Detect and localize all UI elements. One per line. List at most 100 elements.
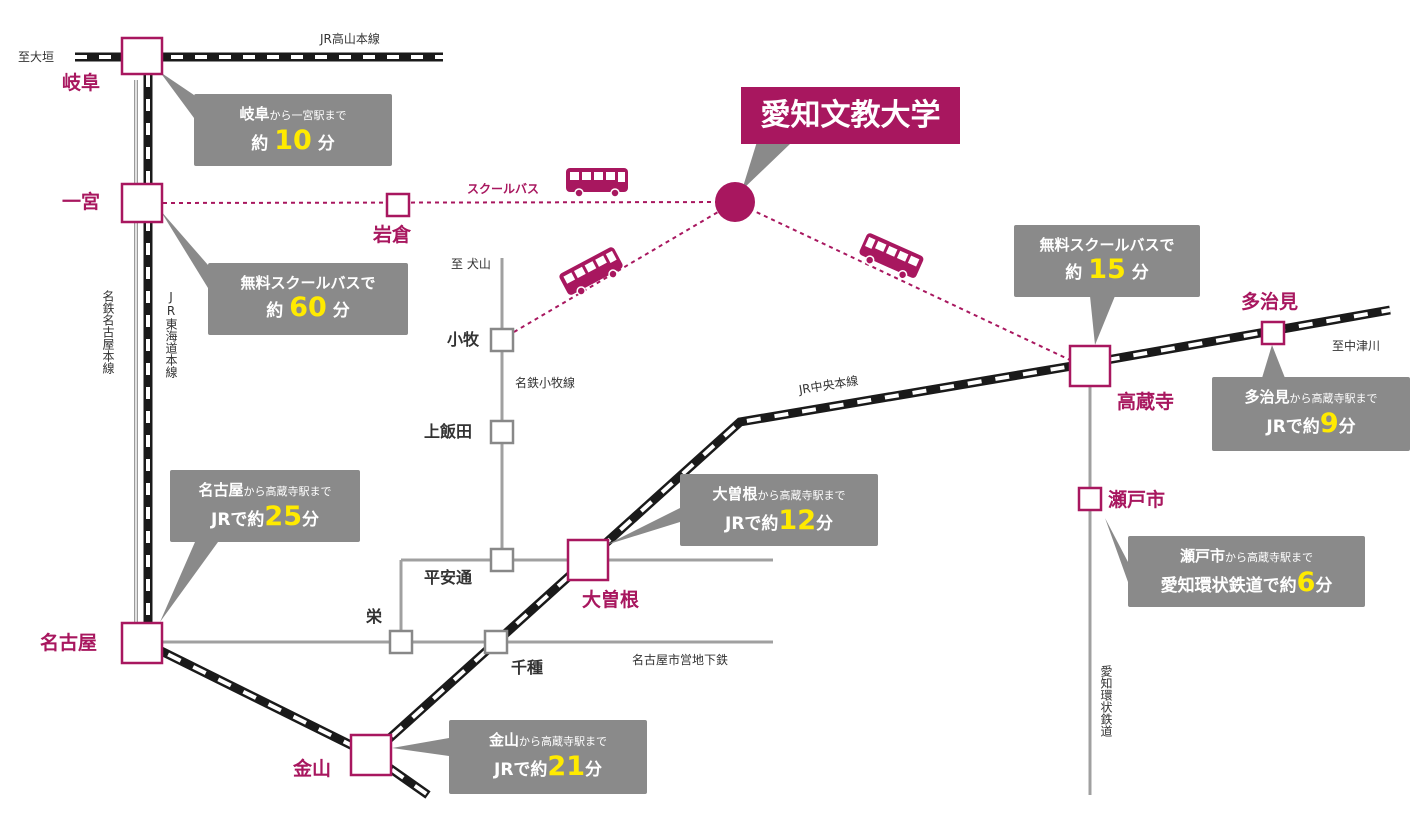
info-prefix: JRで約 <box>725 514 779 534</box>
pointer-kanayama <box>392 738 449 756</box>
station-label-setoshi: 瀬戸市 <box>1108 489 1166 511</box>
info-unit: 分 <box>585 760 602 780</box>
pointer-setoshi <box>1105 518 1128 582</box>
line-label-to-ogaki: 至大垣 <box>18 50 55 64</box>
school-bus-routes <box>162 201 1071 361</box>
info-from: 多治見 <box>1244 388 1290 406</box>
info-minutes: 6 <box>1296 567 1316 598</box>
info-unit: 分 <box>1315 576 1333 596</box>
station-label-kanayama: 金山 <box>293 758 332 780</box>
info-box-tajimi: 多治見から高蔵寺駅まで JRで約9分 <box>1212 377 1410 451</box>
station-marker-ozone <box>566 538 610 582</box>
info-box-ozone: 大曽根から高蔵寺駅まで JRで約12分 <box>680 474 878 546</box>
info-from: 金山 <box>488 731 519 749</box>
info-unit: 分 <box>1338 417 1356 437</box>
info-unit: 分 <box>1131 263 1149 283</box>
major-stations <box>120 36 1286 777</box>
bus-icon <box>566 168 628 198</box>
bus-route-kozoji <box>734 201 1071 361</box>
station-marker-komaki <box>489 327 515 353</box>
info-prefix: 約 <box>266 301 284 321</box>
line-label-meitetsu-komaki: 名鉄小牧線 <box>515 376 576 390</box>
info-minutes: 60 <box>289 292 327 323</box>
station-marker-nagoya <box>120 621 164 665</box>
info-from: 名古屋 <box>198 481 244 499</box>
info-rest: から高蔵寺駅まで <box>757 489 846 502</box>
station-label-sakae: 栄 <box>366 607 383 626</box>
university-marker <box>715 182 755 222</box>
line-label-school-bus: スクールバス <box>467 182 540 196</box>
pointer-ozone <box>606 508 680 545</box>
bus-route-komaki <box>513 201 736 333</box>
info-line1: 無料スクールバスで <box>1039 236 1175 254</box>
station-marker-kamiiida <box>489 419 515 445</box>
bus-icon <box>559 247 623 296</box>
line-label-to-inuyama: 至 犬山 <box>451 257 491 271</box>
station-marker-gifu <box>120 36 164 76</box>
info-prefix: 愛知環状鉄道で約 <box>1160 576 1297 596</box>
info-box-ichinomiya: 無料スクールバスで 約 60 分 <box>208 263 408 335</box>
station-marker-heiando <box>489 547 515 573</box>
station-label-iwakura: 岩倉 <box>373 224 412 246</box>
info-minutes: 15 <box>1088 254 1126 285</box>
info-box-nagoya: 名古屋から高蔵寺駅まで JRで約25分 <box>170 470 360 542</box>
station-label-komaki: 小牧 <box>447 330 480 349</box>
info-line1: 無料スクールバスで <box>240 274 376 292</box>
info-rest: から一宮駅まで <box>269 109 347 122</box>
info-rest: から高蔵寺駅まで <box>1289 392 1378 405</box>
university-label: 愛知文教大学 <box>741 87 960 144</box>
station-label-ichinomiya: 一宮 <box>62 191 101 213</box>
info-minutes: 25 <box>264 501 302 532</box>
pointer-kozoji <box>1090 296 1115 345</box>
line-label-jr-tokaido: JR東海道本線 <box>164 290 178 378</box>
station-marker-sakae <box>388 629 414 655</box>
info-rest: から高蔵寺駅まで <box>243 485 332 498</box>
subway-lines <box>143 258 1092 795</box>
info-prefix: 約 <box>251 134 269 154</box>
pointer-university <box>742 132 790 190</box>
station-label-nagoya: 名古屋 <box>40 632 98 654</box>
station-label-chikusa: 千種 <box>511 658 544 677</box>
info-prefix: JRで約 <box>211 510 265 530</box>
minor-stations <box>388 327 515 655</box>
info-rest: から高蔵寺駅まで <box>1225 551 1313 564</box>
info-prefix: JRで約 <box>1266 417 1320 437</box>
station-marker-setoshi <box>1077 486 1103 512</box>
info-box-gifu: 岐阜から一宮駅まで 約 10 分 <box>194 94 392 166</box>
info-box-kozoji: 無料スクールバスで 約 15 分 <box>1014 225 1200 297</box>
info-unit: 分 <box>317 134 335 154</box>
info-unit: 分 <box>302 510 319 530</box>
pointer-nagoya <box>160 542 218 622</box>
info-from: 瀬戸市 <box>1179 547 1225 565</box>
info-minutes: 21 <box>547 751 585 782</box>
info-unit: 分 <box>332 301 350 321</box>
line-label-jr-takayama: JR高山本線 <box>320 32 380 46</box>
info-from: 岐阜 <box>239 105 270 123</box>
info-prefix: 約 <box>1065 263 1083 283</box>
station-label-ozone: 大曽根 <box>582 589 640 611</box>
station-label-heiando: 平安通 <box>424 568 473 587</box>
bus-icon <box>859 233 924 280</box>
callout-pointers <box>160 72 1285 756</box>
jr-lines <box>75 52 1391 799</box>
bus-route-ichinomiya <box>162 201 736 204</box>
station-marker-iwakura <box>385 192 411 218</box>
info-box-setoshi: 瀬戸市から高蔵寺駅まで 愛知環状鉄道で約6分 <box>1128 536 1365 607</box>
station-label-kozoji: 高蔵寺 <box>1117 391 1175 413</box>
station-label-tajimi: 多治見 <box>1241 291 1299 313</box>
line-label-to-nakatsugawa: 至中津川 <box>1332 339 1381 353</box>
station-marker-tajimi <box>1260 320 1286 346</box>
station-marker-kozoji <box>1068 344 1112 388</box>
info-rest: から高蔵寺駅まで <box>519 735 607 748</box>
station-label-gifu: 岐阜 <box>62 72 101 94</box>
info-unit: 分 <box>816 514 833 534</box>
info-minutes: 10 <box>274 125 312 156</box>
info-from: 大曽根 <box>712 485 758 503</box>
line-label-aichi-kanjo: 愛知環状鉄道 <box>1099 665 1113 737</box>
info-minutes: 12 <box>778 505 816 536</box>
station-label-kamiiida: 上飯田 <box>424 422 473 441</box>
info-box-kanayama: 金山から高蔵寺駅まで JRで約21分 <box>449 720 647 794</box>
station-marker-kanayama <box>349 733 393 777</box>
